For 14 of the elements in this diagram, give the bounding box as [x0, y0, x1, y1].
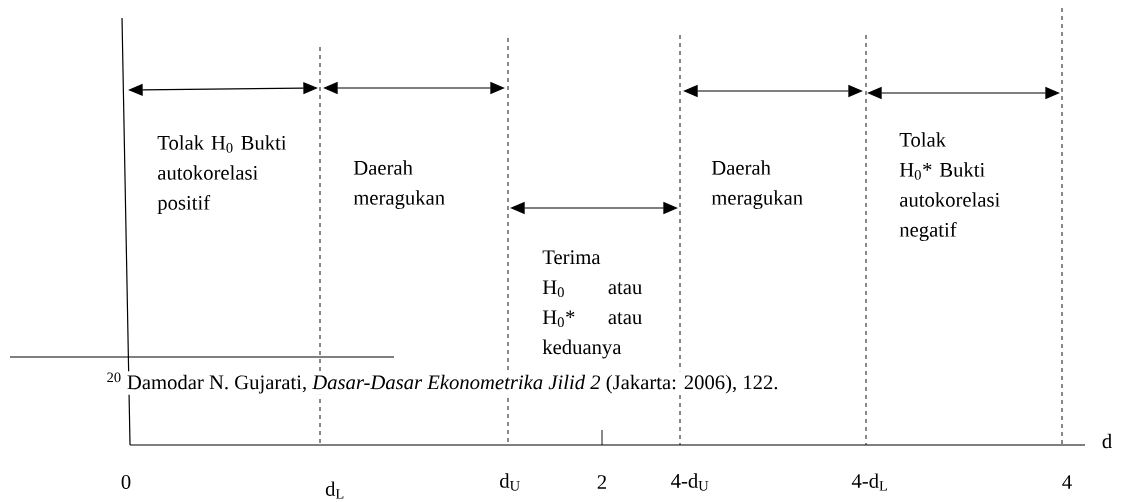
tick-label: 4-d$_{L}$	[851, 473, 887, 491]
region-label: Tolak H$_{0}$* Bukti autokorelasi negatif	[899, 132, 1000, 242]
region-label: Tolak H$_{0}$ Bukti autokorelasi positif	[157, 135, 287, 214]
tick-label: 2	[597, 475, 606, 489]
footnote: $^{20}$ Damodar N. Gujarati, Dasar-Dasar Ekonometrika Jilid 2 (Jakarta: 2006), 122.	[107, 372, 778, 394]
axis-label: d	[1102, 433, 1112, 449]
tick-label: 0	[121, 475, 131, 489]
region-label: Terima H$_{0}$ atau H$_{0}$* atau keduanya	[542, 250, 642, 359]
region-label: Daerah meragukan	[711, 160, 803, 210]
tick-label: 4-d$_{U}$	[671, 473, 709, 491]
region-label: Daerah meragukan	[353, 160, 445, 210]
tick-label: 4	[1062, 475, 1072, 489]
tick-label: d$_{U}$	[500, 473, 520, 491]
tick-label: d$_{L}$	[325, 481, 344, 499]
